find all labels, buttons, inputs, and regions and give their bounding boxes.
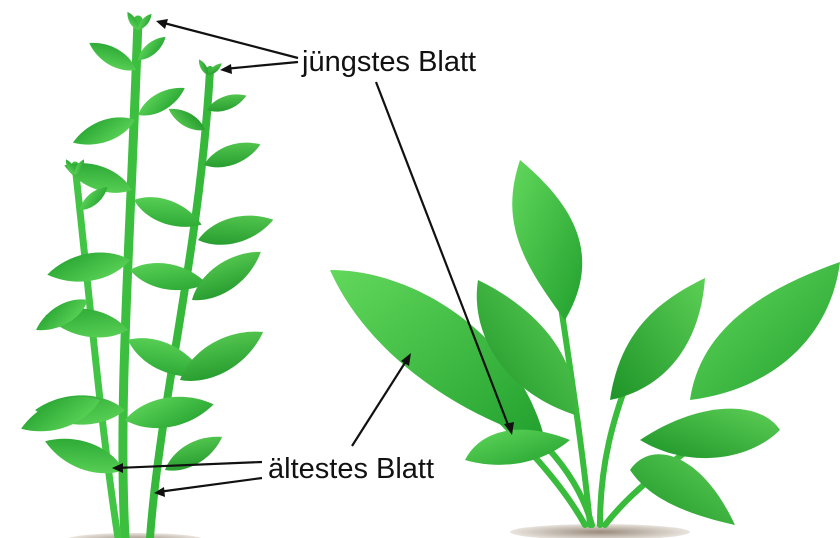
arrowhead-youngest-right [220, 64, 232, 74]
soil-left [65, 533, 205, 538]
pointer-oldest-rosette [352, 358, 408, 446]
left-plant [16, 10, 276, 538]
stem-main [123, 20, 138, 538]
label-oldest-leaf: ältestes Blatt [268, 455, 434, 484]
left-stem-leaves [16, 158, 111, 442]
pointer-youngest-left [160, 22, 298, 58]
leaf-far-right [690, 262, 840, 400]
label-youngest-leaf: jüngstes Blatt [302, 48, 476, 77]
pointer-youngest-right [224, 62, 298, 69]
pointer-oldest-lower [158, 478, 262, 492]
leaf-bottom-right [630, 454, 735, 525]
leaf-center-tall [512, 160, 582, 320]
stem-left [75, 165, 118, 538]
leaf-right-mid [610, 278, 705, 400]
arrowhead-youngest-left [156, 19, 168, 29]
leaf-lower-right [640, 409, 780, 458]
